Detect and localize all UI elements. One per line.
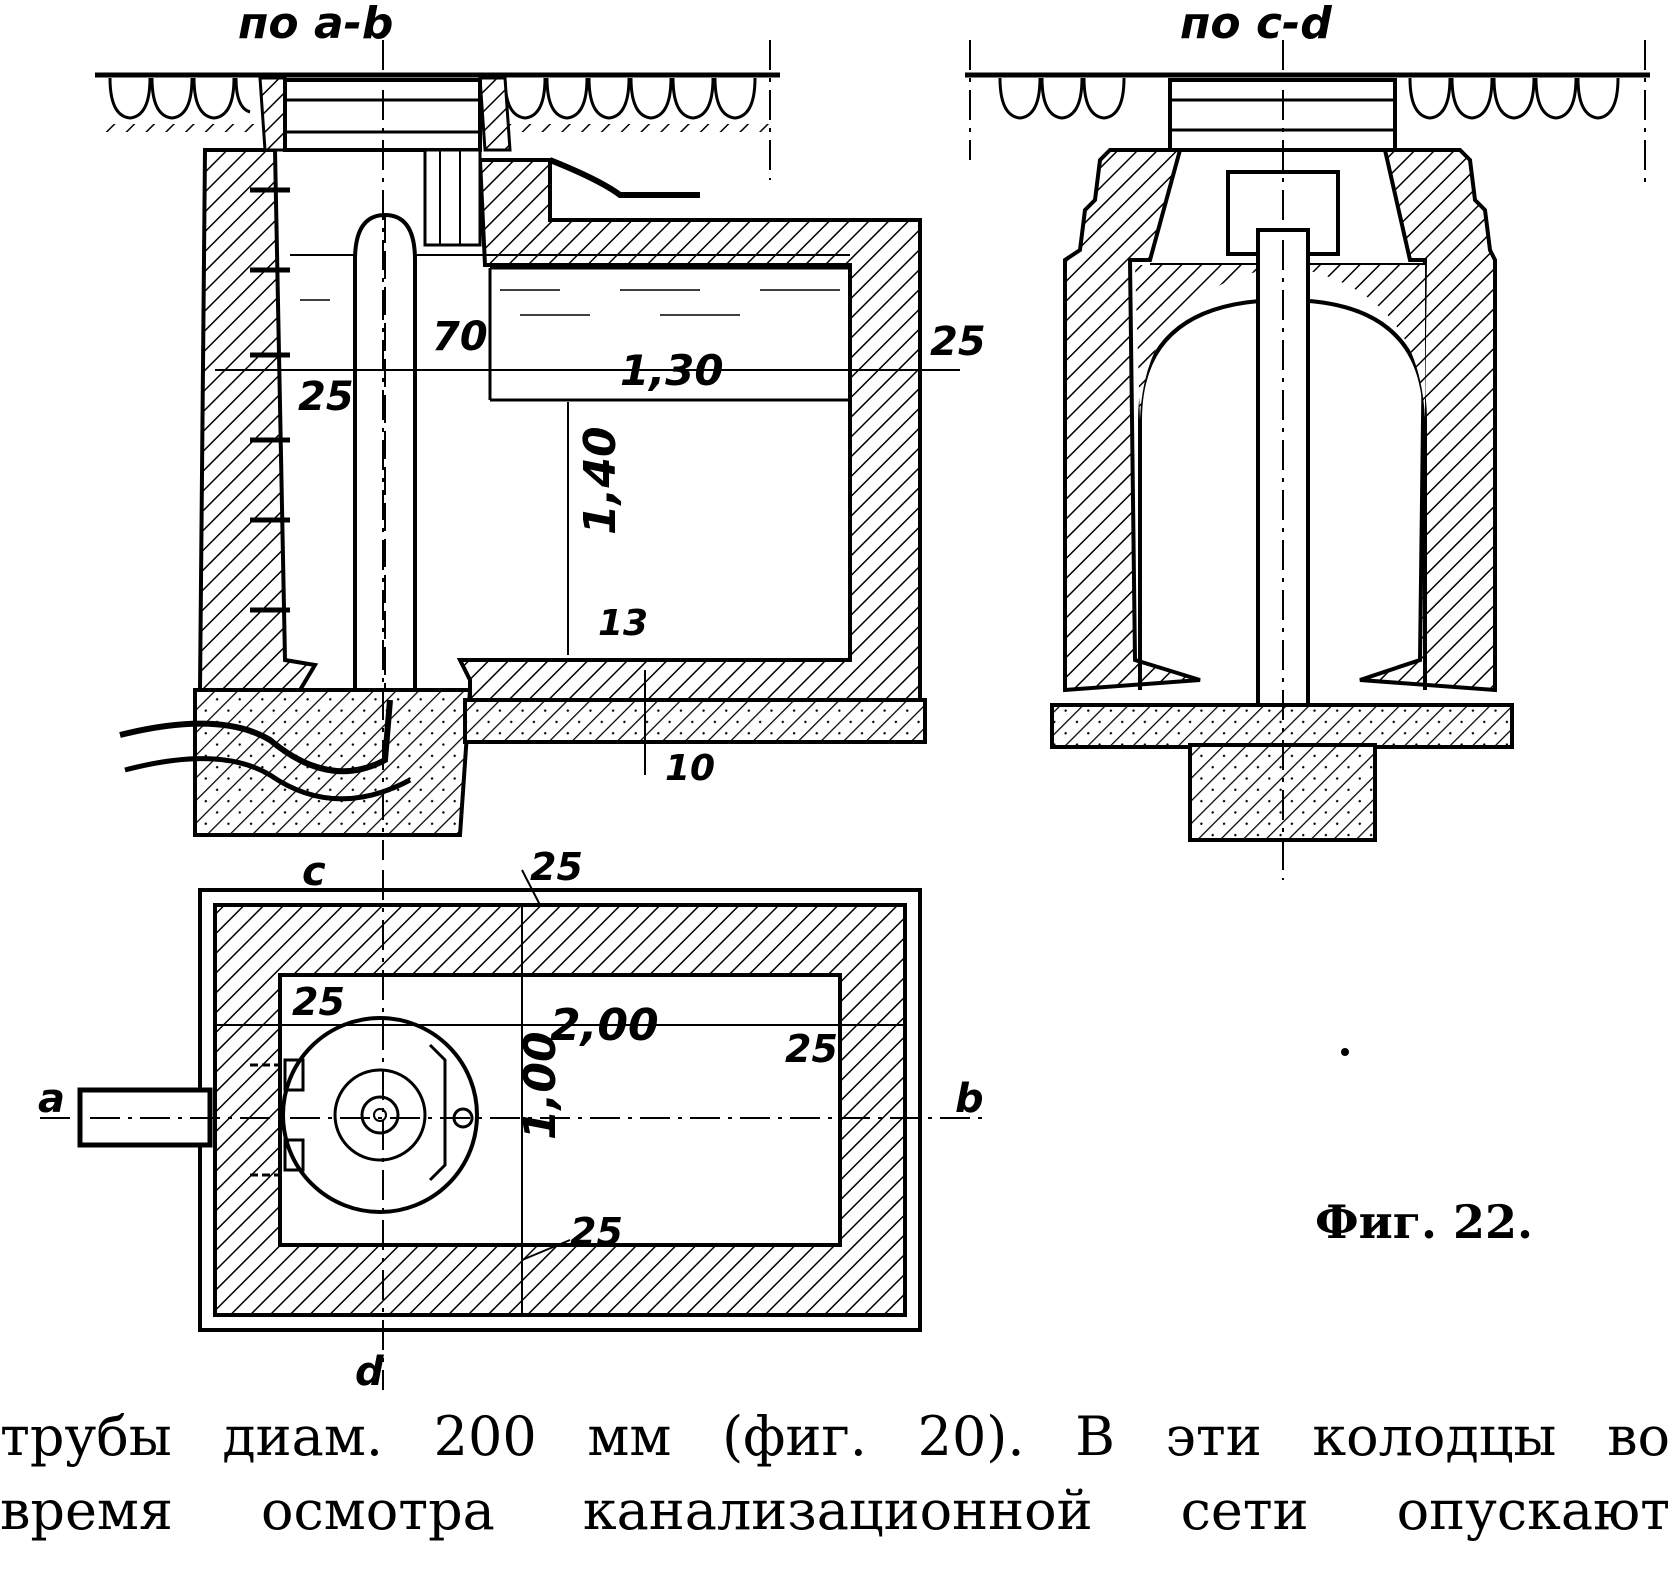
dim-1-40: 1,40 xyxy=(575,426,626,535)
dim-13: 13 xyxy=(598,603,648,644)
dim-1-30: 1,30 xyxy=(620,346,724,395)
section-cd: по c-d xyxy=(965,0,1650,880)
section-ab-title: по a-b xyxy=(238,0,393,49)
section-cd-title: по c-d xyxy=(1180,0,1332,49)
plan-dim-1-00: 1,00 xyxy=(515,1031,566,1140)
plan-dim-25-left: 25 xyxy=(292,980,345,1024)
dim-70: 70 xyxy=(432,314,488,360)
body-text-line-2: время осмотра канализационной сети опуск… xyxy=(0,1479,1670,1542)
dim-25-left: 25 xyxy=(298,374,354,420)
dim-25-right: 25 xyxy=(930,319,986,365)
plan-dim-25-bottom: 25 xyxy=(570,1210,623,1254)
plan-label-b: b xyxy=(955,1076,984,1122)
plan-label-d: d xyxy=(355,1349,384,1395)
plan-label-c: c xyxy=(302,849,326,895)
dim-10: 10 xyxy=(665,748,715,789)
body-text-line-1: трубы диам. 200 мм (фиг. 20). В эти коло… xyxy=(0,1405,1670,1468)
stray-dot xyxy=(1341,1048,1349,1056)
plan-dim-25-top: 25 xyxy=(530,845,583,889)
section-ab: по a-b 70 1,30 25 25 1,40 13 10 xyxy=(95,0,986,860)
plan-dim-25-right: 25 xyxy=(785,1027,838,1071)
figure-caption: Фиг. 22. xyxy=(1315,1195,1533,1249)
body-text: трубы диам. 200 мм (фиг. 20). В эти коло… xyxy=(0,1400,1678,1548)
plan-label-a: a xyxy=(38,1076,65,1122)
plan-view: c d a b 25 25 2,00 25 1,00 25 xyxy=(38,845,985,1395)
plan-dim-2-00: 2,00 xyxy=(550,1000,659,1051)
